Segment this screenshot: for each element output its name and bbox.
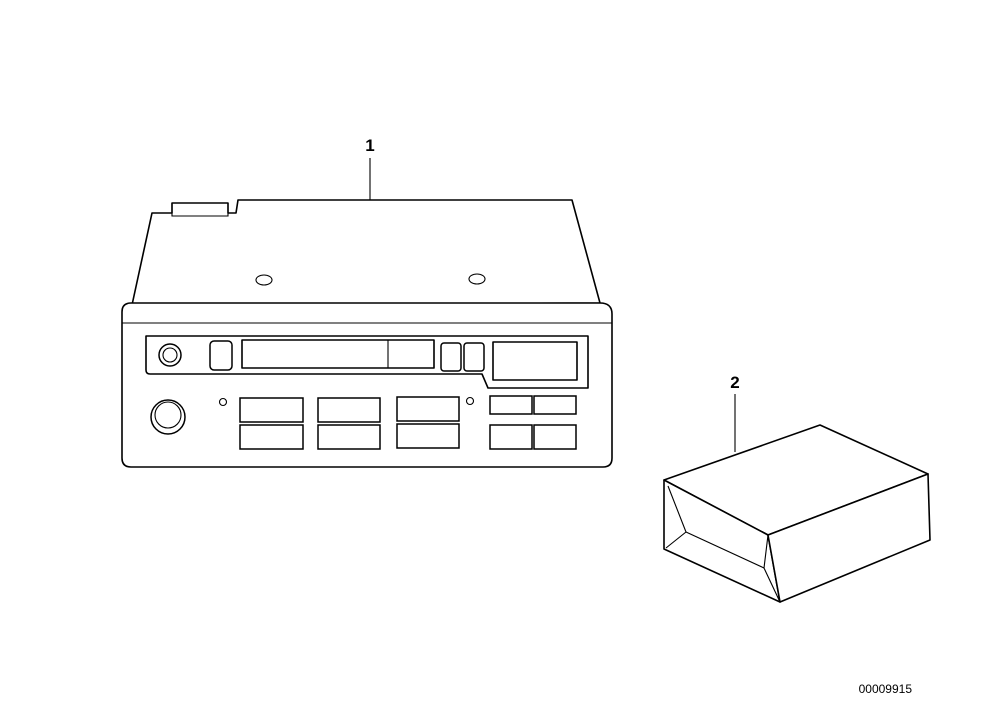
- tape-button-right[interactable]: [463, 342, 485, 372]
- box-corner-fold: [763, 534, 781, 603]
- tuning-knob-inner: [154, 401, 182, 429]
- rear-connector: [171, 203, 229, 217]
- box-flap-fold-right: [685, 531, 765, 569]
- function-button-2[interactable]: [533, 395, 577, 415]
- display-panel: [145, 335, 589, 389]
- indicator-led-left: [218, 397, 228, 407]
- preset-button-4[interactable]: [239, 424, 304, 450]
- function-button-3[interactable]: [489, 424, 533, 450]
- callout-number-2: 2: [730, 373, 739, 392]
- mounting-hole-left: [255, 274, 273, 286]
- box-part: [663, 394, 931, 603]
- preset-button-6[interactable]: [396, 423, 460, 449]
- indicator-led-right: [465, 396, 475, 406]
- function-button-1[interactable]: [489, 395, 533, 415]
- display-window: [492, 341, 578, 381]
- box-side-face: [767, 473, 931, 603]
- callout-number-1: 1: [365, 136, 374, 155]
- mounting-hole-right: [468, 273, 486, 285]
- tuning-knob[interactable]: [150, 399, 186, 435]
- tape-button-left[interactable]: [440, 342, 462, 372]
- reference-number: 00009915: [859, 682, 913, 696]
- function-button-4[interactable]: [533, 424, 577, 450]
- preset-button-5[interactable]: [317, 424, 381, 450]
- preset-button-2[interactable]: [317, 397, 381, 423]
- eject-button[interactable]: [209, 340, 233, 371]
- cassette-slot: [241, 339, 435, 369]
- preset-button-3[interactable]: [396, 396, 460, 422]
- volume-knob-small-inner: [162, 347, 178, 363]
- radio-unit: [121, 158, 613, 468]
- preset-button-1[interactable]: [239, 397, 304, 423]
- volume-knob-small[interactable]: [158, 343, 182, 367]
